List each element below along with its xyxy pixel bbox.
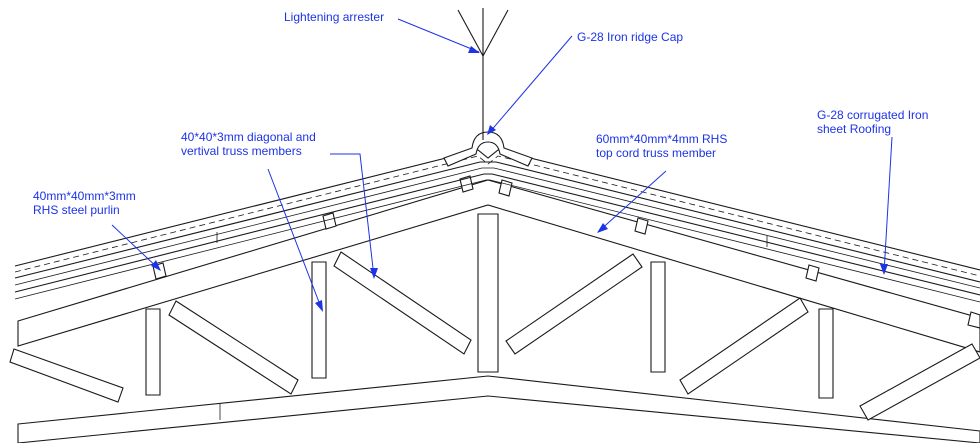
label-ridge-cap: G-28 Iron ridge Cap: [577, 30, 684, 44]
diagonal-member: [679, 297, 809, 395]
label-roofing: G-28 corrugated Iron sheet Roofing: [817, 108, 929, 136]
leader-diagonal-a: [267, 168, 323, 311]
leader-roofing: [883, 136, 893, 274]
purlins: [152, 175, 980, 329]
arrowhead: [487, 125, 496, 135]
leader-purlin: [111, 224, 161, 271]
ridge-cap: [443, 131, 533, 167]
leader-top-chord: [597, 170, 667, 233]
annotation-leaders: [111, 18, 893, 312]
label-top-chord: 60mm*40mm*4mm RHS top cord truss member: [596, 132, 728, 160]
purlin: [967, 311, 980, 329]
diagonal-member: [168, 300, 299, 395]
purlin: [498, 179, 513, 197]
vertical-member: [311, 261, 327, 379]
arrowhead: [468, 46, 480, 53]
leader-ridge-cap: [488, 35, 573, 134]
bottom-chord: [17, 375, 980, 443]
label-diagonal-members: 40*40*3mm diagonal and vertival truss me…: [181, 130, 316, 158]
leader-diagonal-b: [330, 153, 375, 278]
label-purlin: 40mm*40mm*3mm RHS steel purlin: [33, 189, 136, 217]
king-post: [477, 213, 499, 373]
label-lightning-arrester: Lightening arrester: [284, 10, 385, 24]
corrugated-sheet-roofing: [14, 149, 980, 303]
purlin: [322, 212, 337, 230]
arrowhead: [597, 223, 608, 233]
leader-lightning: [397, 18, 480, 53]
purlin: [634, 217, 649, 235]
diagonal-member: [9, 348, 124, 403]
arrowhead: [315, 300, 323, 312]
vertical-member: [818, 308, 834, 399]
diagonal-member: [505, 253, 643, 355]
web-members: [9, 213, 980, 421]
arrowhead: [151, 260, 161, 271]
purlin: [805, 264, 820, 282]
vertical-member: [650, 261, 666, 373]
vertical-member: [145, 308, 161, 396]
arrowhead: [880, 264, 888, 275]
purlin: [459, 175, 474, 193]
diagonal-member: [333, 251, 472, 355]
diagonal-member: [859, 343, 980, 421]
lightning-arrester: [457, 8, 509, 140]
arrowhead: [370, 268, 378, 279]
